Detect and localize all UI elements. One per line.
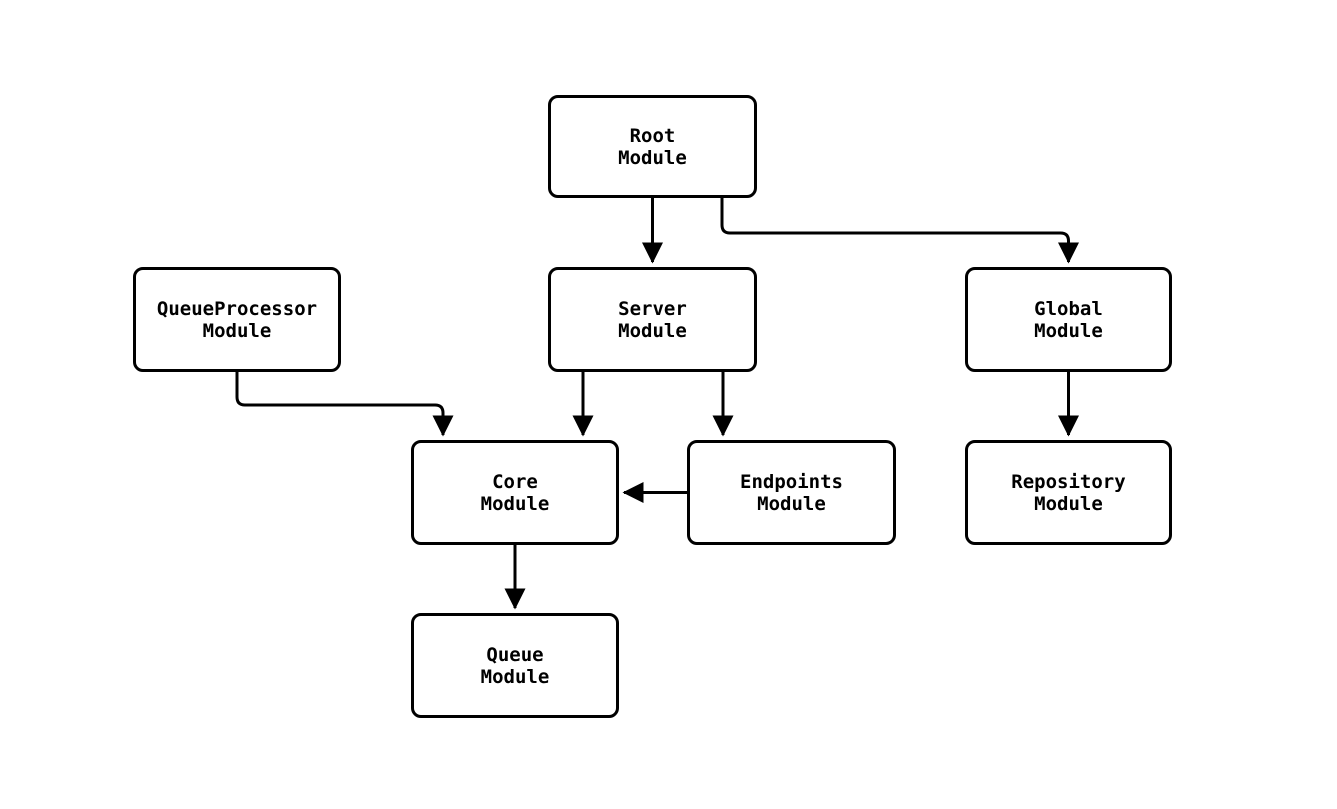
node-root-module: Root Module bbox=[548, 95, 757, 198]
node-endpoints-module-label: Endpoints Module bbox=[740, 470, 843, 515]
edge-queueprocessor-module-to-core-module bbox=[235, 372, 454, 437]
node-core-module: Core Module bbox=[411, 440, 619, 545]
node-core-module-label: Core Module bbox=[480, 470, 550, 515]
node-global-module: Global Module bbox=[965, 267, 1172, 372]
node-repository-module-label: Repository Module bbox=[1011, 470, 1126, 515]
node-queue-module: Queue Module bbox=[411, 613, 619, 718]
node-server-module: Server Module bbox=[548, 267, 757, 372]
node-repository-module: Repository Module bbox=[965, 440, 1172, 545]
node-queueprocessor-module: QueueProcessor Module bbox=[133, 267, 341, 372]
node-root-module-label: Root Module bbox=[618, 124, 687, 169]
edge-root-module-to-global-module bbox=[720, 198, 1079, 264]
node-server-module-label: Server Module bbox=[618, 297, 687, 342]
node-queueprocessor-module-label: QueueProcessor Module bbox=[156, 297, 318, 342]
node-endpoints-module: Endpoints Module bbox=[687, 440, 896, 545]
node-global-module-label: Global Module bbox=[1034, 297, 1103, 342]
node-queue-module-label: Queue Module bbox=[480, 643, 550, 688]
